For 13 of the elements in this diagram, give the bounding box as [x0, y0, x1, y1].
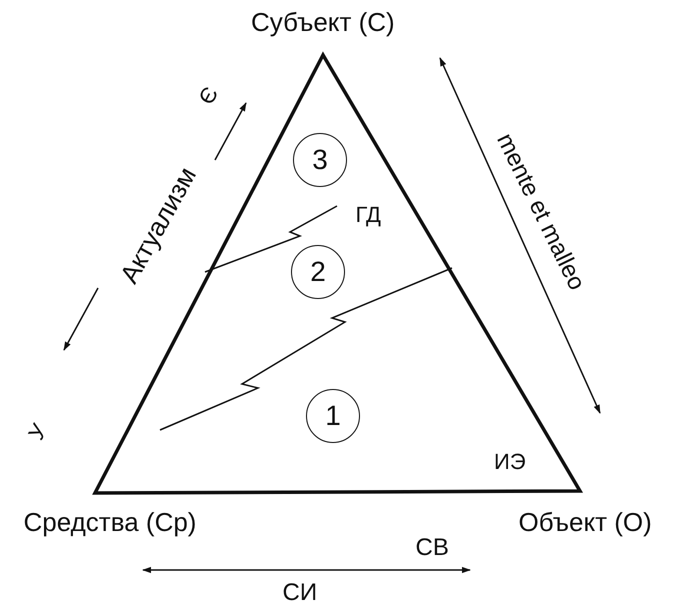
vertex-label: Субъект (С): [251, 9, 395, 35]
zone-number-circle: 1: [306, 389, 360, 443]
zone-number-circle: 3: [293, 133, 347, 187]
zone-label: ГД: [356, 204, 381, 226]
axis-label: СИ: [282, 581, 318, 605]
zone-label: ИЭ: [494, 451, 526, 473]
scale-end-label: У: [25, 420, 51, 444]
zone-number-circle: 2: [291, 245, 345, 299]
axis-label: СВ: [416, 536, 449, 560]
vertex-label: Средства (Ср): [24, 509, 196, 535]
vertex-label: Объект (О): [518, 509, 652, 535]
scale-end-label: Э: [194, 82, 222, 108]
axis-label: mente et malleo: [492, 130, 588, 294]
